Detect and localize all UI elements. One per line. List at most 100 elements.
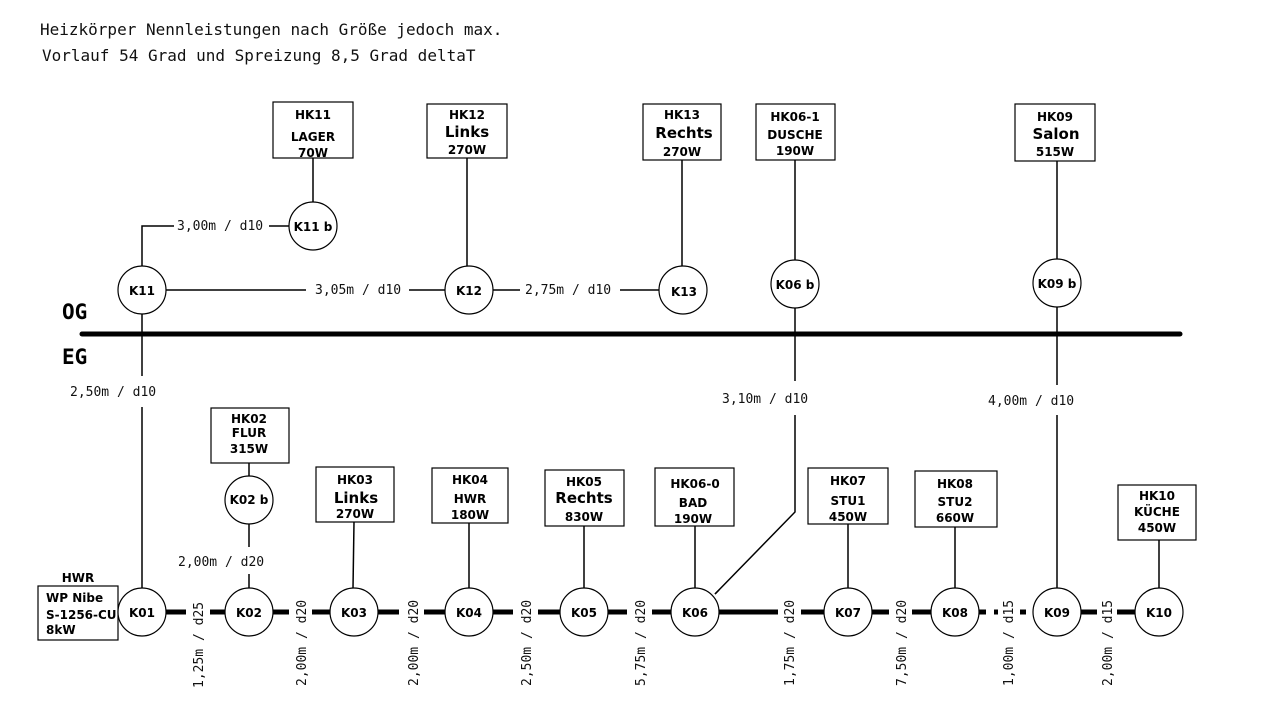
- pipe-label-k09-k10: 2,00m / d15: [1101, 600, 1116, 686]
- pipe-k06-diag-end: [714, 589, 720, 595]
- radiator-power: 660W: [936, 511, 974, 525]
- nodes: [117, 201, 1184, 637]
- pipe-label-k11-k12: 3,05m / d10: [315, 283, 401, 298]
- pipe-label-k11-k11b: 3,00m / d10: [177, 219, 263, 234]
- node-label-k08: K08: [942, 606, 968, 620]
- og-pipes: [141, 158, 1058, 291]
- pipe-label-k02-k03: 2,00m / d20: [295, 600, 310, 686]
- radiator-hk11: HK11 LAGER 70W: [272, 101, 354, 160]
- pipe-label-k02-k02b: 2,00m / d20: [178, 555, 264, 570]
- riser-k06b-b: [714, 415, 796, 595]
- node-label-k12: K12: [456, 284, 482, 298]
- radiator-hk10: HK10 KÜCHE 450W: [1117, 484, 1197, 541]
- radiator-id: HK05: [566, 475, 602, 489]
- pipe-label-k07-k08: 7,50m / d20: [895, 600, 910, 686]
- radiator-power: 70W: [298, 146, 328, 160]
- pipe-label-k05-k06: 5,75m / d20: [634, 600, 649, 686]
- node-label-k02b: K02 b: [230, 493, 269, 507]
- radiator-room: Links: [445, 123, 489, 141]
- heat-pump-line-1: WP Nibe: [46, 591, 103, 605]
- radiator-hk02: HK02 FLUR 315W: [210, 407, 290, 464]
- radiator-room: FLUR: [232, 426, 266, 440]
- pipe-hk03: [352, 521, 355, 589]
- radiator-room: LAGER: [291, 130, 335, 144]
- pipe-label-k04-k05: 2,50m / d20: [520, 600, 535, 686]
- radiator-room: Rechts: [655, 124, 712, 142]
- pipe-labels: 3,00m / d10 3,05m / d10 2,75m / d10 2,50…: [70, 219, 1116, 688]
- node-k12: [444, 265, 494, 315]
- node-label-k11: K11: [129, 284, 155, 298]
- radiator-hk12: HK12 Links 270W: [426, 103, 508, 159]
- radiator-power: 450W: [829, 510, 867, 524]
- heat-pump-line-2: S-1256-CU: [46, 608, 117, 622]
- node-k07: [823, 587, 873, 637]
- radiator-power: 270W: [448, 143, 486, 157]
- node-k11: [117, 265, 167, 315]
- node-label-k02: K02: [236, 606, 262, 620]
- radiator-room: Links: [334, 489, 378, 507]
- radiator-hk09: HK09 Salon 515W: [1014, 103, 1096, 162]
- radiator-id: HK04: [452, 473, 488, 487]
- floor-label-eg: EG: [62, 345, 87, 369]
- heat-pump-line-3: 8kW: [46, 623, 76, 637]
- pipe-label-k06-k06b: 3,10m / d10: [722, 392, 808, 407]
- node-label-k06b: K06 b: [776, 278, 815, 292]
- node-k06: [670, 587, 720, 637]
- radiator-id: HK09: [1037, 110, 1073, 124]
- radiator-hk06-1: HK06-1 DUSCHE 190W: [755, 103, 836, 161]
- radiator-id: HK08: [937, 477, 973, 491]
- radiator-power: 450W: [1138, 521, 1176, 535]
- radiator-hk13: HK13 Rechts 270W: [642, 103, 722, 161]
- node-labels: K11 K11 b K12 K13 K06 b K09 b K02 b K01 …: [129, 220, 1172, 620]
- pipe-label-k06-k07: 1,75m / d20: [783, 600, 798, 686]
- node-k04: [444, 587, 494, 637]
- node-k02: [224, 587, 274, 637]
- radiator-power: 190W: [776, 144, 814, 158]
- radiator-room: KÜCHE: [1134, 504, 1180, 519]
- radiator-id: HK10: [1139, 489, 1175, 503]
- radiator-room: HWR: [454, 492, 487, 506]
- radiator-room: Salon: [1032, 125, 1079, 143]
- radiator-power: 315W: [230, 442, 268, 456]
- node-label-k01: K01: [129, 606, 155, 620]
- radiator-power: 270W: [663, 145, 701, 159]
- radiator-power: 180W: [451, 508, 489, 522]
- radiator-id: HK06-0: [670, 477, 719, 491]
- node-label-k03: K03: [341, 606, 367, 620]
- pipe-label-k08-k09: 1,00m / d15: [1002, 600, 1017, 686]
- node-k02b: [224, 475, 274, 525]
- node-label-k05: K05: [571, 606, 597, 620]
- pipe-label-k09-k09b: 4,00m / d10: [988, 394, 1074, 409]
- title-line-1: Heizkörper Nennleistungen nach Größe jed…: [40, 20, 502, 39]
- node-label-k04: K04: [456, 606, 482, 620]
- radiator-power: 190W: [674, 512, 712, 526]
- node-label-k09: K09: [1044, 606, 1070, 620]
- node-label-k07: K07: [835, 606, 861, 620]
- node-k09: [1032, 587, 1082, 637]
- node-k11b: [288, 201, 338, 251]
- radiator-hk03: HK03 Links 270W: [315, 466, 395, 523]
- pipe-label-k01-k11: 2,50m / d10: [70, 385, 156, 400]
- radiator-power: 830W: [565, 510, 603, 524]
- pipe-label-k01-k02: 1,25m / d25: [192, 602, 207, 688]
- floor-label-og: OG: [62, 300, 87, 324]
- radiator-id: HK07: [830, 474, 866, 488]
- radiator-id: HK12: [449, 108, 485, 122]
- radiator-power: 270W: [336, 507, 374, 521]
- radiator-hk05: HK05 Rechts 830W: [544, 469, 625, 527]
- node-k06b: [770, 259, 820, 309]
- radiator-id: HK02: [231, 412, 267, 426]
- heat-pump: HWR WP Nibe S-1256-CU 8kW: [37, 571, 119, 641]
- node-label-k09b: K09 b: [1038, 277, 1077, 291]
- radiator-hk04: HK04 HWR 180W: [431, 467, 509, 524]
- radiator-room: Rechts: [555, 489, 612, 507]
- node-label-k13: K13: [671, 285, 697, 299]
- node-label-k11b: K11 b: [294, 220, 333, 234]
- node-k10: [1134, 587, 1184, 637]
- radiator-room: DUSCHE: [767, 128, 822, 142]
- title-line-2: Vorlauf 54 Grad und Spreizung 8,5 Grad d…: [42, 46, 476, 65]
- radiator-room: STU2: [938, 495, 973, 509]
- radiator-room: STU1: [831, 494, 866, 508]
- radiator-hk08: HK08 STU2 660W: [914, 470, 998, 528]
